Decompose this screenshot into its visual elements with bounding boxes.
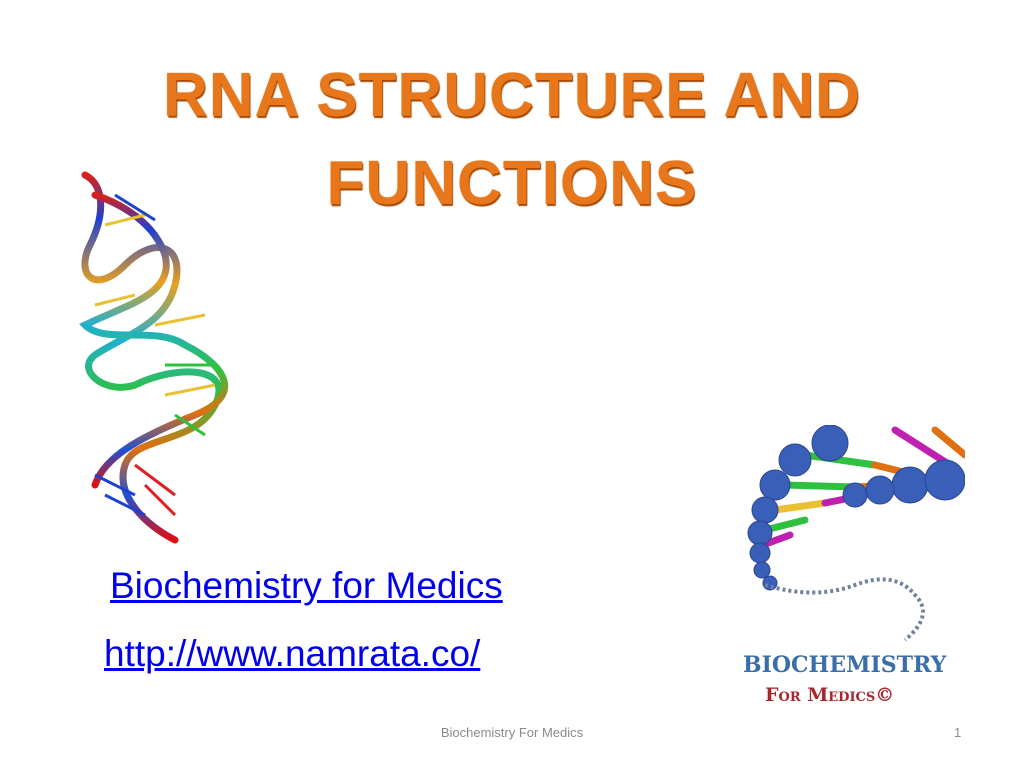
biochemistry-dna-logo-image bbox=[747, 425, 965, 642]
title-line-1: RNA STRUCTURE AND bbox=[163, 61, 861, 130]
namrata-url-link[interactable]: http://www.namrata.co/ bbox=[104, 633, 481, 674]
slide-number: 1 bbox=[954, 725, 962, 740]
biochemistry-for-medics-link[interactable]: Biochemistry for Medics bbox=[110, 565, 503, 606]
logo-text-biochemistry: BIOCHEMISTRY bbox=[743, 652, 947, 678]
slide-footer: Biochemistry For Medics bbox=[440, 725, 584, 740]
title-line-2: FUNCTIONS bbox=[326, 149, 698, 218]
slide-title: RNA STRUCTURE AND FUNCTIONS bbox=[0, 52, 1024, 228]
logo-text-for-medics: For Medics© bbox=[765, 684, 895, 706]
rna-structure-image bbox=[79, 171, 229, 544]
